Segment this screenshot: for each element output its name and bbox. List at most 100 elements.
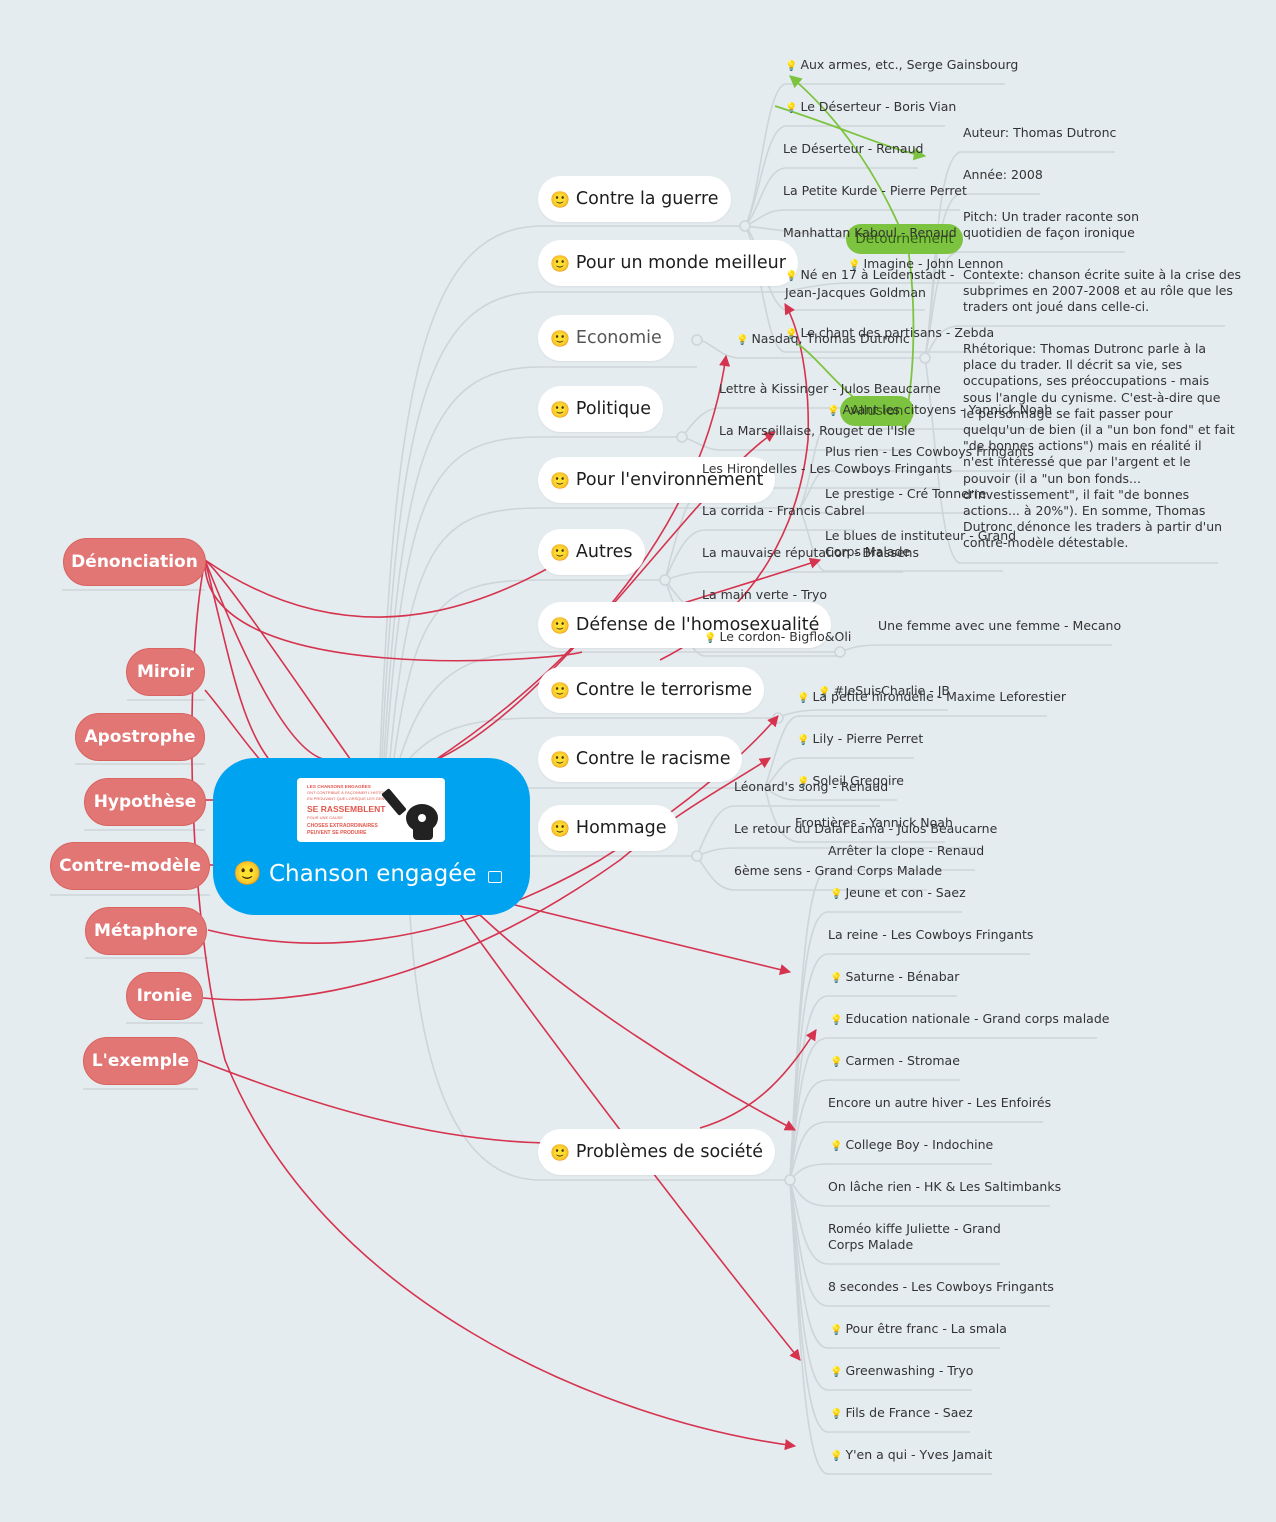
- leaf-item[interactable]: 💡#JeSuisCharlie - JB: [818, 683, 950, 698]
- leaf-item[interactable]: 💡Soleil Gregoire: [797, 773, 904, 788]
- leaf-item[interactable]: 💡College Boy - Indochine: [830, 1137, 994, 1152]
- figure-label: Hypothèse: [93, 792, 197, 812]
- svg-text:LES CHANSONS ENGAGÉES: LES CHANSONS ENGAGÉES: [307, 782, 371, 789]
- leaf-item[interactable]: 💡Pour être franc - La smala: [830, 1321, 1007, 1336]
- smiley-icon: 🙂: [550, 470, 570, 490]
- leaf-item[interactable]: Le retour du Dalaï Lama - Julos Beaucarn…: [734, 821, 998, 836]
- leaf-item[interactable]: On lâche rien - HK & Les Saltimbanks: [828, 1179, 1062, 1194]
- leaf-item[interactable]: Une femme avec une femme - Mecano: [878, 618, 1122, 633]
- leaf-item[interactable]: La corrida - Francis Cabrel: [702, 503, 865, 518]
- leaf-item[interactable]: La Petite Kurde - Pierre Perret: [783, 183, 967, 198]
- leaf-item[interactable]: 💡Le cordon- Bigflo&Oli: [704, 629, 852, 644]
- topic-economie[interactable]: 🙂Economie: [538, 315, 674, 361]
- topic-contre-le-terrorisme[interactable]: 🙂Contre le terrorisme: [538, 667, 765, 713]
- leaf-item[interactable]: 💡Education nationale - Grand corps malad…: [830, 1011, 1110, 1026]
- figure-contre-modele[interactable]: Contre-modèle: [50, 842, 210, 890]
- leaf-item[interactable]: Le prestige - Cré Tonnerre: [825, 486, 987, 501]
- figure-denonciation[interactable]: Dénonciation: [63, 538, 206, 586]
- topic-label: Pour l'environnement: [575, 470, 764, 490]
- leaf-item[interactable]: 💡Né en 17 à Leidenstadt -Jean-Jacques Go…: [785, 267, 955, 300]
- leaf-item[interactable]: La main verte - Tryo: [702, 587, 828, 602]
- topic-problemes-de-societe[interactable]: 🙂Problèmes de société: [538, 1129, 776, 1175]
- note-contexte: Contexte: chanson écrite suite à la cris…: [963, 267, 1242, 315]
- relation-allusion[interactable]: Allusion: [840, 396, 914, 426]
- leaf-item[interactable]: Le Déserteur - Renaud: [783, 141, 924, 156]
- guitar-fist-icon: [381, 788, 438, 840]
- leaf-item[interactable]: 💡Y'en a qui - Yves Jamait: [830, 1447, 993, 1462]
- smiley-icon: 🙂: [233, 861, 262, 887]
- lightbulb-icon: 💡: [704, 633, 717, 644]
- topic-pour-l-environnement[interactable]: 🙂Pour l'environnement: [538, 457, 776, 503]
- lightbulb-icon: 💡: [848, 260, 861, 271]
- topic-defense-homosexualite[interactable]: 🙂Défense de l'homosexualité: [538, 602, 832, 648]
- topic-label: Défense de l'homosexualité: [575, 615, 820, 635]
- svg-text:ONT CONTRIBUÉ À FAÇONNER L'HIS: ONT CONTRIBUÉ À FAÇONNER L'HISTOIRE: [307, 790, 390, 795]
- leaf-item[interactable]: 💡Jeune et con - Saez: [830, 885, 966, 900]
- leaf-item[interactable]: 💡Lily - Pierre Perret: [797, 731, 924, 746]
- leaf-item[interactable]: La mauvaise réputation - Brassens: [702, 545, 919, 560]
- leaf-item[interactable]: 6ème sens - Grand Corps Malade: [734, 863, 943, 878]
- leaf-item[interactable]: 💡Le Déserteur - Boris Vian: [785, 99, 957, 114]
- leaf-item[interactable]: 8 secondes - Les Cowboys Fringants: [828, 1279, 1054, 1294]
- leaf-item[interactable]: Lettre à Kissinger - Julos Beaucarne: [719, 381, 941, 396]
- leaf-item[interactable]: 💡Nasdaq, Thomas Dutronc: [736, 331, 910, 346]
- branch-lines: [50, 83, 1225, 1475]
- leaf-item[interactable]: Arrêter la clope - Renaud: [828, 843, 985, 858]
- leaf-item[interactable]: Encore un autre hiver - Les Enfoirés: [828, 1095, 1052, 1110]
- leaf-item[interactable]: Manhattan Kaboul - Renaud: [783, 225, 957, 240]
- figure-ironie[interactable]: Ironie: [126, 972, 203, 1020]
- lightbulb-icon: 💡: [785, 61, 798, 72]
- leaf-item[interactable]: 💡Le chant des partisans - Zebda: [785, 325, 995, 340]
- leaf-item[interactable]: 💡Imagine - John Lennon: [848, 256, 1004, 271]
- svg-text:SE RASSEMBLENT: SE RASSEMBLENT: [307, 804, 386, 814]
- topic-contre-le-racisme[interactable]: 🙂Contre le racisme: [538, 736, 743, 782]
- note-auteur: Auteur: Thomas Dutronc: [963, 125, 1117, 140]
- lightbulb-icon: 💡: [818, 687, 831, 698]
- figure-l-exemple[interactable]: L'exemple: [83, 1037, 198, 1085]
- topic-politique[interactable]: 🙂Politique: [538, 386, 663, 432]
- note-annee: Année: 2008: [963, 167, 1043, 182]
- leaf-item[interactable]: 💡Greenwashing - Tryo: [830, 1363, 974, 1378]
- topic-hommage[interactable]: 🙂Hommage: [538, 805, 679, 851]
- lightbulb-icon: 💡: [830, 1325, 843, 1336]
- central-topic[interactable]: LES CHANSONS ENGAGÉES ONT CONTRIBUÉ À FA…: [213, 758, 530, 915]
- leaf-item[interactable]: Plus rien - Les Cowboys Fringants: [825, 444, 1034, 459]
- figure-miroir[interactable]: Miroir: [126, 648, 205, 696]
- smiley-icon: 🙂: [550, 189, 570, 209]
- smiley-icon: 🙂: [550, 328, 570, 348]
- leaf-item[interactable]: 💡Saturne - Bénabar: [830, 969, 960, 984]
- smiley-icon: 🙂: [550, 1142, 570, 1162]
- figure-metaphore[interactable]: Métaphore: [85, 907, 207, 955]
- smiley-icon: 🙂: [550, 542, 570, 562]
- figure-apostrophe[interactable]: Apostrophe: [75, 713, 205, 761]
- topic-pour-un-monde-meilleur[interactable]: 🙂Pour un monde meilleur: [538, 240, 798, 286]
- leaf-item[interactable]: Les Hirondelles - Les Cowboys Fringants: [702, 461, 953, 476]
- figure-label: Métaphore: [94, 921, 198, 941]
- topic-autres[interactable]: 🙂Autres: [538, 529, 645, 575]
- relation-detournement[interactable]: Détournement: [846, 224, 963, 254]
- leaf-item[interactable]: La Marseillaise, Rouget de l'Isle: [719, 423, 916, 438]
- svg-text:CHOSES EXTRAORDINAIRES: CHOSES EXTRAORDINAIRES: [307, 823, 379, 829]
- svg-text:EN PROUVANT QUE LORSQUE LES GE: EN PROUVANT QUE LORSQUE LES GENS: [307, 796, 387, 801]
- leaf-item[interactable]: La reine - Les Cowboys Fringants: [828, 927, 1034, 942]
- leaf-item[interactable]: 💡Avant les citoyens - Yannick Noah: [827, 402, 1053, 417]
- topic-contre-la-guerre[interactable]: 🙂Contre la guerre: [538, 176, 731, 222]
- leaf-item[interactable]: 💡La petite hirondelle - Maxime Leforesti…: [797, 689, 1067, 704]
- leaf-item[interactable]: Frontières - Yannick Noah: [795, 815, 953, 830]
- lightbulb-icon: 💡: [830, 1451, 843, 1462]
- figure-hypothese[interactable]: Hypothèse: [84, 778, 206, 826]
- svg-text:PEUVENT SE PRODUIRE: PEUVENT SE PRODUIRE: [307, 830, 367, 836]
- lightbulb-icon: 💡: [830, 973, 843, 984]
- topic-label: Politique: [575, 399, 651, 419]
- leaf-item[interactable]: 💡Carmen - Stromae: [830, 1053, 960, 1068]
- leaf-item[interactable]: Léonard's song - Renaud: [734, 779, 889, 794]
- smiley-icon: 🙂: [550, 253, 570, 273]
- leaf-item[interactable]: 💡Fils de France - Saez: [830, 1405, 973, 1420]
- image-icon[interactable]: [488, 871, 502, 883]
- figure-label: Ironie: [136, 986, 193, 1006]
- leaf-item[interactable]: 💡Aux armes, etc., Serge Gainsbourg: [785, 57, 1019, 72]
